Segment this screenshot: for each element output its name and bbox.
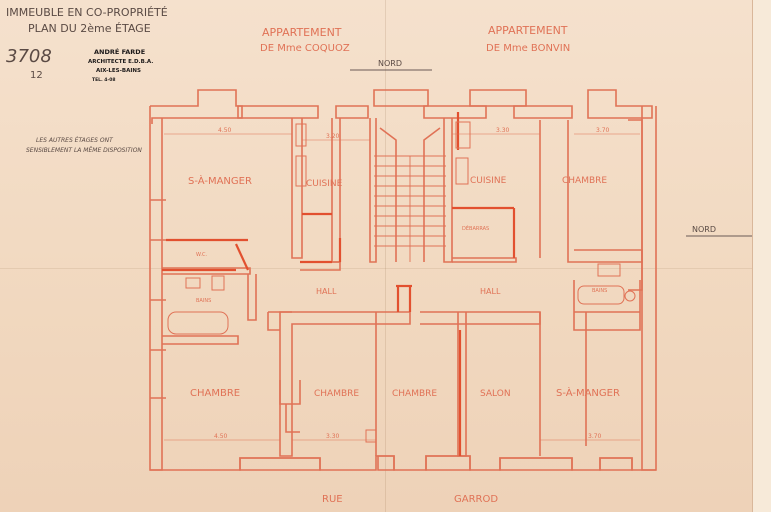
room-bains-right: BAINS [592, 288, 607, 294]
dim-bottom-3: 3.70 [588, 433, 602, 440]
room-chambre-bottom-center: CHAMBRE [314, 389, 359, 399]
dim-top-2: 3.20 [326, 133, 340, 140]
apt-right-label: APPARTEMENT [488, 24, 568, 37]
fixtures [167, 121, 636, 443]
note-line2: SENSIBLEMENT LA MÊME DISPOSITION [26, 146, 142, 154]
north-label-top: NORD [378, 59, 402, 68]
plan-number: 3708 [6, 46, 52, 67]
room-cuisine-left: CUISINE [306, 179, 343, 189]
room-chambre-center: CHAMBRE [392, 389, 437, 399]
room-hall-right: HALL [480, 287, 501, 296]
dimension-lines [164, 133, 640, 441]
room-wc: W.C. [196, 252, 207, 258]
staircase [374, 155, 446, 262]
street-word2: GARROD [454, 494, 498, 505]
room-salon: SALON [480, 389, 511, 399]
room-hall-left: HALL [316, 287, 337, 296]
apt-left-label: APPARTEMENT [262, 26, 342, 39]
north-label-right: NORD [692, 225, 716, 234]
architect-name: ANDRÉ FARDE [94, 47, 145, 56]
room-sam-right: S-À-MANGER [556, 386, 620, 399]
room-cuisine-right: CUISINE [470, 176, 507, 186]
apt-right-owner: DE Mme BONVIN [486, 43, 570, 54]
architect-city: AIX-LES-BAINS [96, 68, 141, 74]
dim-top-4: 3.70 [596, 127, 610, 134]
paper-fold-vertical [385, 0, 386, 512]
street-word1: RUE [322, 494, 343, 505]
dim-bottom-1: 4.50 [214, 433, 228, 440]
sheet-number: 12 [30, 70, 43, 81]
dim-top-1: 4.50 [218, 127, 232, 134]
room-bains-left: BAINS [196, 298, 211, 304]
walls [149, 89, 657, 471]
red-modifications [162, 112, 516, 456]
note-line1: LES AUTRES ÉTAGES ONT [36, 136, 114, 144]
dim-top-3: 3.30 [496, 127, 510, 134]
dim-bottom-2: 3.30 [326, 433, 340, 440]
apt-left-owner: DE Mme COQUOZ [260, 43, 350, 54]
architect-phone: TEL. 4-08 [92, 77, 116, 83]
room-chambre-top-right: CHAMBRE [562, 176, 607, 186]
architect-title: ARCHITECTE E.D.B.A. [88, 59, 153, 65]
room-chambre-bottom-left: CHAMBRE [190, 388, 240, 399]
title-line2: PLAN DU 2ème ÉTAGE [28, 22, 151, 35]
paper-edge [752, 0, 771, 512]
room-sam-left: S-À-MANGER [188, 174, 252, 187]
room-debarras: DÉBARRAS [462, 224, 489, 232]
title-line1: IMMEUBLE EN CO-PROPRIÉTÉ [6, 6, 168, 19]
paper-fold-horizontal [0, 268, 771, 269]
